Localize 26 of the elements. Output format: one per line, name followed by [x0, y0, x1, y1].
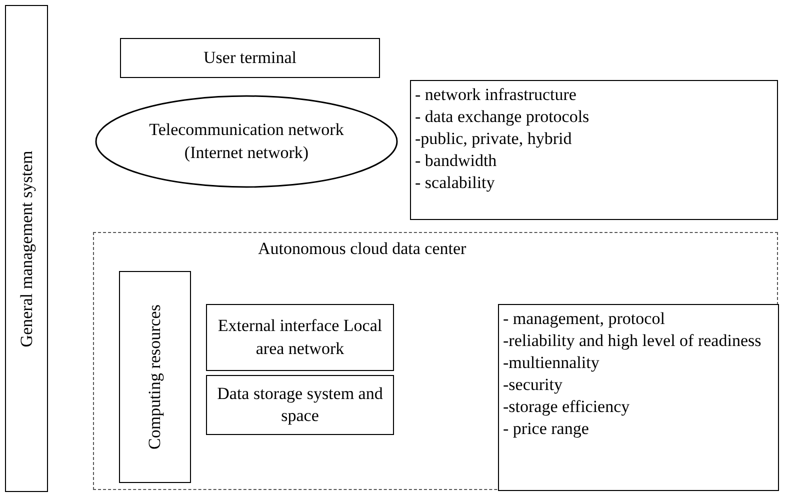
feature-list-box	[498, 304, 779, 491]
data-center-region	[93, 232, 778, 490]
list-item: - network infrastructure	[415, 84, 578, 106]
list-item: - scalability	[415, 172, 496, 194]
node-label: External interface Local area network	[216, 315, 384, 360]
storage-box	[206, 375, 394, 435]
node-label: User terminal	[204, 46, 296, 69]
list-item: - bandwidth	[415, 150, 498, 172]
list-item: - management, protocol	[503, 308, 666, 330]
list-item: -reliability and high level of readiness	[503, 330, 762, 352]
list-item: -multiennality	[503, 352, 600, 374]
list-item: - data exchange protocols	[415, 106, 590, 128]
list-item: -security	[503, 374, 564, 396]
node-label: Data storage system and space	[216, 382, 384, 427]
system-box	[5, 5, 48, 492]
node-label: Telecommunication network (Internet network)	[148, 119, 345, 164]
terminal-box	[120, 38, 380, 78]
interface-box	[206, 304, 394, 371]
list-item: -storage efficiency	[503, 396, 631, 418]
feature-list-box	[410, 80, 778, 220]
region-title: Autonomous cloud data center	[258, 239, 466, 259]
node-label: Computing resources	[145, 304, 165, 450]
list-item: -public, private, hybrid	[415, 128, 573, 150]
resources-box	[119, 271, 191, 483]
node-label: General management system	[16, 150, 36, 347]
list-item: - price range	[503, 418, 590, 440]
